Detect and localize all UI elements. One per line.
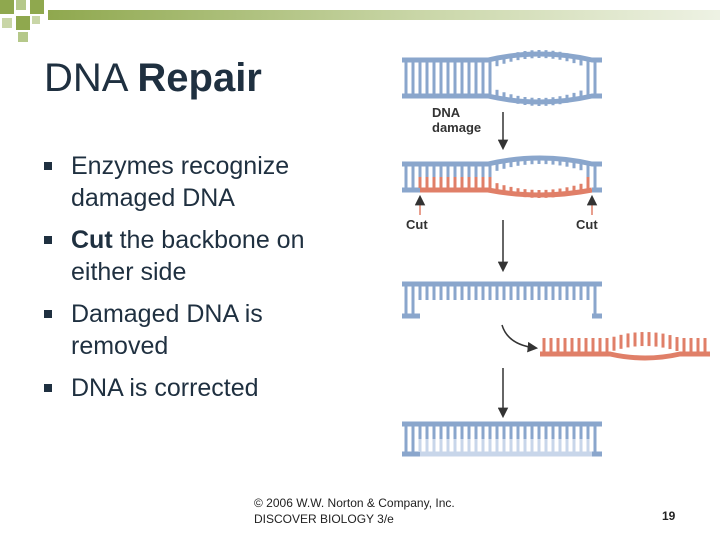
- square-bullet-icon: [44, 310, 52, 318]
- header-bar: [48, 10, 720, 20]
- deco-square: [30, 0, 44, 14]
- stage-repaired-dna: [402, 421, 602, 457]
- stage-gapped-dna: [402, 281, 602, 319]
- deco-square: [18, 32, 28, 42]
- square-bullet-icon: [44, 384, 52, 392]
- stage-damaged-dna: [402, 50, 602, 106]
- dna-repair-diagram: DNA damage Cut Cut: [402, 50, 710, 457]
- deco-square: [32, 16, 40, 24]
- title-bold: Repair: [137, 56, 262, 100]
- damage-label: DNA: [432, 105, 461, 120]
- deco-square: [16, 0, 26, 10]
- deco-square: [16, 16, 30, 30]
- bullet-item: Damaged DNA is removed: [44, 298, 364, 362]
- bullet-text: Damaged DNA is removed: [71, 300, 263, 360]
- page-title: DNA Repair: [44, 56, 262, 101]
- arrow-removed: [501, 324, 539, 353]
- bullet-text: Enzymes recognize damaged DNA: [71, 152, 290, 212]
- bullet-bold: Cut: [71, 226, 113, 254]
- base-pairs: [404, 156, 597, 198]
- removed-backbone: [540, 351, 710, 361]
- credit-line: DISCOVER BIOLOGY 3/e: [254, 512, 394, 526]
- base-pairs: [404, 426, 597, 452]
- square-bullet-icon: [44, 236, 52, 244]
- base-pairs: [404, 286, 597, 314]
- cut-label-right: Cut: [576, 217, 598, 232]
- damaged-segment: [420, 187, 593, 198]
- removed-fragment: [540, 332, 710, 361]
- deco-square: [0, 0, 14, 14]
- bullet-text: the backbone on either side: [71, 226, 305, 286]
- bullet-item: Cut the backbone on either side: [44, 224, 364, 288]
- cut-label-left: Cut: [406, 217, 428, 232]
- fragment-bases: [542, 332, 707, 352]
- title-normal: DNA: [44, 56, 127, 100]
- bullet-item: Enzymes recognize damaged DNA: [44, 150, 364, 214]
- page-number: 19: [662, 509, 676, 523]
- top-backbone: [402, 155, 602, 167]
- square-bullet-icon: [44, 162, 52, 170]
- corner-decoration: [0, 0, 44, 42]
- stage-cut-dna: [402, 155, 602, 198]
- bottom-backbone: [402, 93, 602, 105]
- copyright-credit: © 2006 W.W. Norton & Company, Inc. DISCO…: [254, 495, 455, 527]
- top-backbone: [402, 51, 602, 63]
- bullet-text: DNA is corrected: [71, 374, 259, 402]
- damage-label: damage: [432, 120, 481, 135]
- bullet-item: DNA is corrected: [44, 372, 364, 404]
- credit-line: © 2006 W.W. Norton & Company, Inc.: [254, 496, 455, 510]
- base-pairs: [404, 50, 597, 106]
- deco-square: [2, 18, 12, 28]
- bullet-list: Enzymes recognize damaged DNA Cut the ba…: [44, 150, 364, 414]
